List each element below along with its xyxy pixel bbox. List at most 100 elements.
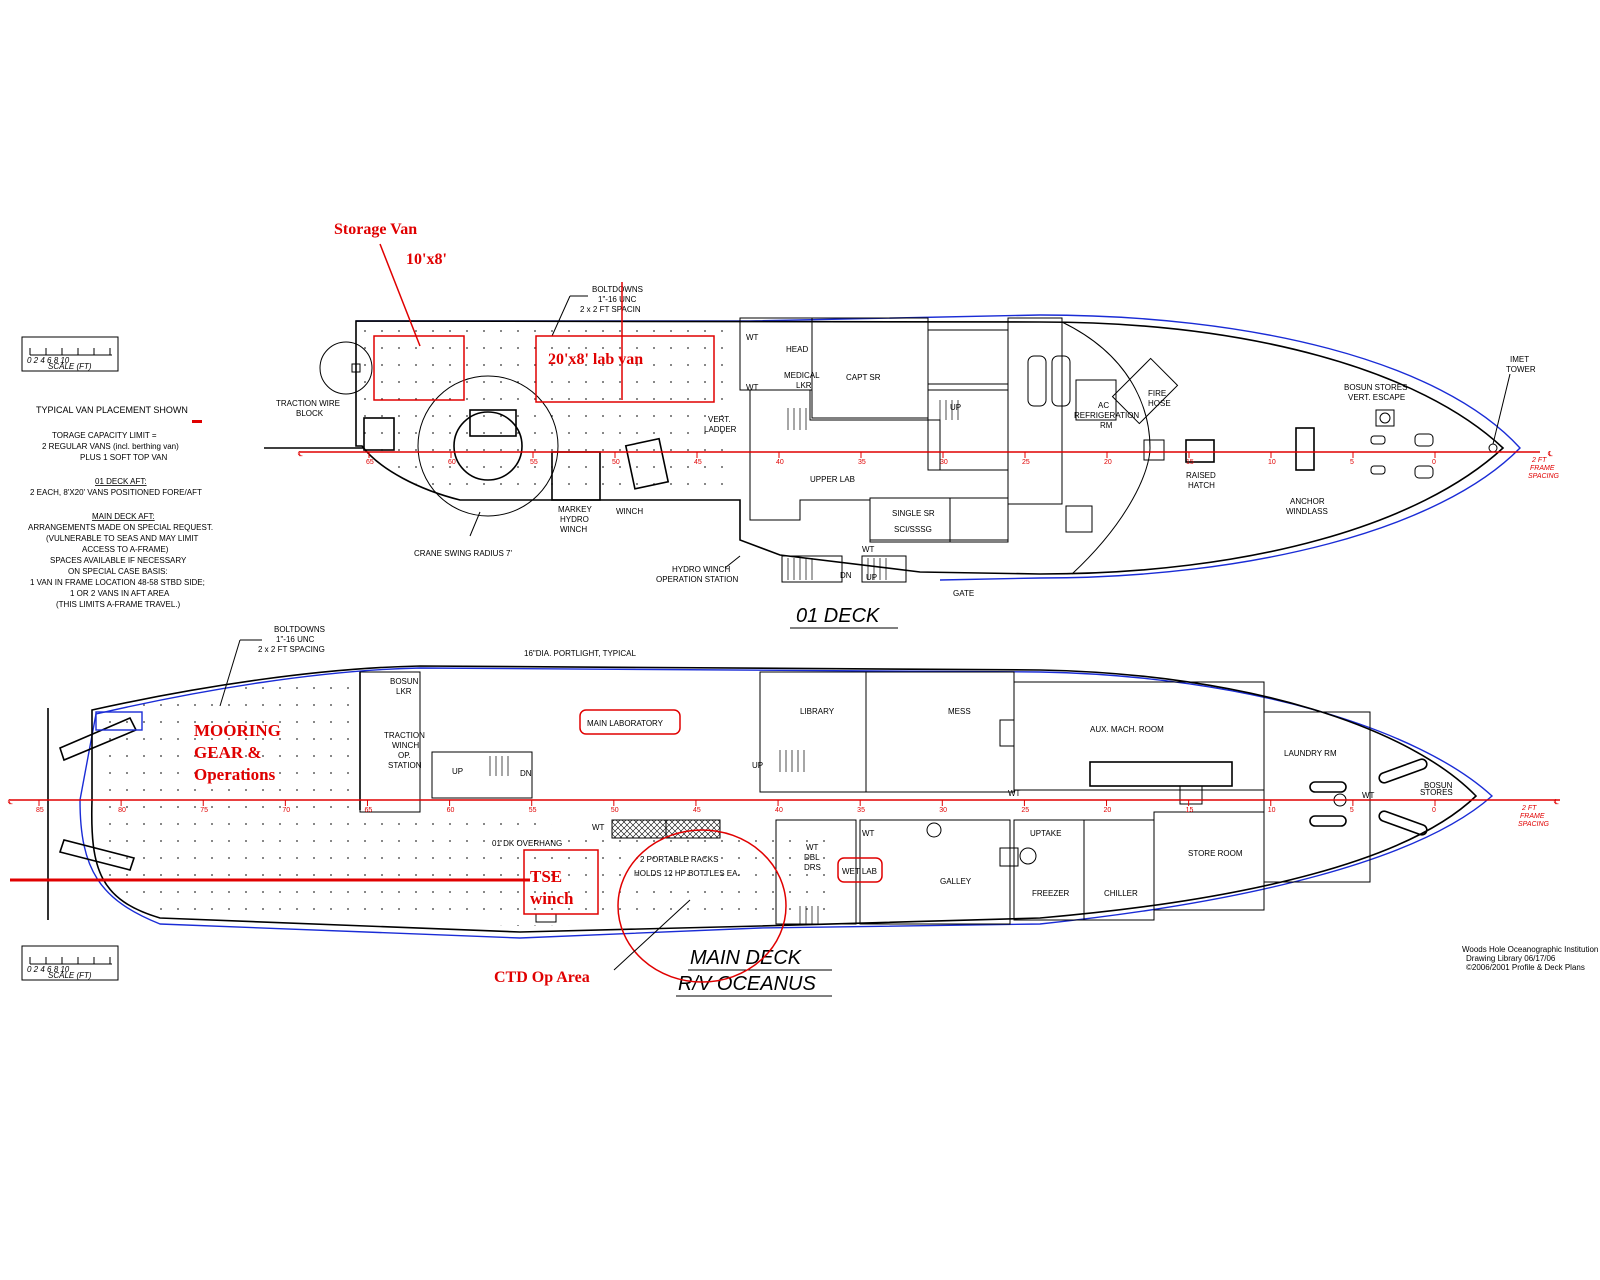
scale-label: SCALE (FT) bbox=[48, 362, 92, 371]
lab-van-label: 20'x8' lab van bbox=[548, 351, 643, 368]
svg-text:℄: ℄ bbox=[297, 451, 303, 458]
deck01-boltdowns-3: 2 x 2 FT SPACIN bbox=[580, 305, 641, 314]
deck01-hatch-small bbox=[1143, 439, 1165, 461]
svg-text:2 FT: 2 FT bbox=[1521, 805, 1537, 812]
svg-text:WT: WT bbox=[1362, 791, 1375, 800]
main-bosun-1: BOSUN bbox=[390, 677, 419, 686]
scale-bar-top: 0 2 4 6 8 10 SCALE (FT) bbox=[21, 336, 119, 372]
svg-text:WT: WT bbox=[1008, 789, 1021, 798]
deck01-frame-0: 0 bbox=[1432, 459, 1436, 466]
deck01-anchor-1: ANCHOR bbox=[1290, 497, 1325, 506]
legend-main-6: 1 VAN IN FRAME LOCATION 48-58 STBD SIDE; bbox=[30, 578, 205, 587]
deck01-fwd-box bbox=[1065, 505, 1093, 533]
main-library-label: LIBRARY bbox=[800, 707, 835, 716]
storage-van-label: Storage Van bbox=[334, 221, 417, 238]
deck01-frame-20: 20 bbox=[1104, 459, 1112, 466]
svg-text:℄: ℄ bbox=[7, 799, 13, 806]
deck01-bosun-1: BOSUN STORES bbox=[1344, 383, 1407, 392]
svg-text:UP: UP bbox=[452, 767, 463, 776]
main-traction-4: STATION bbox=[388, 761, 422, 770]
deck01-markey-1: MARKEY bbox=[558, 505, 592, 514]
main-store-label: STORE ROOM bbox=[1188, 849, 1243, 858]
deck01-single-sr-2: SCI/SSSG bbox=[894, 525, 932, 534]
deck01-imet-1: IMET bbox=[1510, 355, 1529, 364]
main-boltdowns-3: 2 x 2 FT SPACING bbox=[258, 645, 325, 654]
deck01-anchor-2: WINDLASS bbox=[1286, 507, 1328, 516]
deck01-frame-40: 40 bbox=[776, 459, 784, 466]
svg-text:℄: ℄ bbox=[1553, 799, 1559, 806]
deck01-raised-1: RAISED bbox=[1186, 471, 1216, 480]
main-traction-2: WINCH bbox=[392, 741, 419, 750]
svg-text:FRAME: FRAME bbox=[1520, 813, 1545, 820]
deck01-ac-room bbox=[1007, 317, 1063, 505]
deck01-boltdowns-1: BOLTDOWNS bbox=[592, 285, 643, 294]
deck01-head-label: HEAD bbox=[786, 345, 808, 354]
deck01-frame-50: 50 bbox=[612, 459, 620, 466]
deck01-winch-box bbox=[624, 437, 670, 490]
svg-text:WT: WT bbox=[746, 383, 759, 392]
storage-van-size: 10'x8' bbox=[406, 251, 447, 268]
main-uptake-label: UPTAKE bbox=[1030, 829, 1061, 838]
legend-main-2: (VULNERABLE TO SEAS AND MAY LIMIT bbox=[46, 534, 198, 543]
tse-1: TSE bbox=[530, 867, 562, 886]
deck01-upper-lab-label: UPPER LAB bbox=[810, 475, 855, 484]
deck01-cl-mark: ℄ bbox=[1547, 451, 1553, 458]
legend-main-5: ON SPECIAL CASE BASIS: bbox=[68, 567, 168, 576]
deck01-hydro-1: HYDRO WINCH bbox=[672, 565, 730, 574]
deck01-fire-2: HOSE bbox=[1148, 399, 1171, 408]
scale-bar-bottom: 0 2 4 6 8 10 SCALE (FT) bbox=[21, 945, 119, 981]
main-dbl-3: DRS bbox=[804, 863, 821, 872]
deck01-markey-3: WINCH bbox=[560, 525, 587, 534]
deck01-anchor-windlass bbox=[1295, 427, 1315, 471]
svg-text:UP: UP bbox=[752, 761, 763, 770]
svg-text:0 2 4 6 8 10: 0 2 4 6 8 10 bbox=[27, 965, 70, 974]
main-mess bbox=[865, 671, 1015, 793]
main-aux-label: AUX. MACH. ROOM bbox=[1090, 725, 1164, 734]
deck01-spacing-1: 2 FT bbox=[1531, 457, 1547, 464]
deck01-hydro-2: OPERATION STATION bbox=[656, 575, 738, 584]
svg-text:UP: UP bbox=[866, 573, 877, 582]
main-traction-3: OP. bbox=[398, 751, 411, 760]
legend-main-8: (THIS LIMITS A-FRAME TRAVEL.) bbox=[56, 600, 181, 609]
deck01-single-sr bbox=[869, 497, 951, 543]
storage-van-box bbox=[373, 335, 465, 401]
main-store-room bbox=[1153, 811, 1265, 911]
svg-text:SCALE (FT): SCALE (FT) bbox=[48, 971, 92, 980]
deck01-traction-wire-2: BLOCK bbox=[296, 409, 324, 418]
main-frame-35: 35 bbox=[857, 807, 865, 814]
deck01-frame-10: 10 bbox=[1268, 459, 1276, 466]
mooring-2: GEAR & bbox=[194, 743, 262, 762]
svg-text:WT: WT bbox=[862, 829, 875, 838]
main-lab-highlight bbox=[579, 709, 681, 735]
legend-capacity-2: 2 REGULAR VANS (incl. berthing van) bbox=[42, 442, 179, 451]
legend-deck01-text: 2 EACH, 8'X20' VANS POSITIONED FORE/AFT bbox=[30, 488, 202, 497]
svg-text:©2006/2001 Profile & Deck Plan: ©2006/2001 Profile & Deck Plans bbox=[1466, 963, 1585, 972]
deck01-imet-2: TOWER bbox=[1506, 365, 1536, 374]
legend-red-marker bbox=[192, 420, 202, 423]
tse-winch-box bbox=[523, 849, 599, 915]
deck01-stair-aft bbox=[781, 555, 843, 583]
credits: Woods Hole Oceanographic Institution Dra… bbox=[1462, 945, 1598, 972]
legend-capacity-1: TORAGE CAPACITY LIMIT = bbox=[52, 431, 157, 440]
main-boltdown-grid bbox=[96, 672, 830, 926]
main-mess-label: MESS bbox=[948, 707, 971, 716]
main-boltdowns-2: 1"-16 UNC bbox=[276, 635, 315, 644]
main-frame-20: 20 bbox=[1104, 807, 1112, 814]
svg-text:DN: DN bbox=[840, 571, 852, 580]
deck01-fire-hose-box bbox=[1111, 357, 1179, 425]
main-deck-subtitle: R/V OCEANUS bbox=[678, 973, 816, 995]
main-racks-2: HOLDS 12 HP BOTTLES EA. bbox=[634, 869, 740, 878]
main-frame-70: 70 bbox=[282, 807, 290, 814]
ctd-op-circle bbox=[617, 829, 787, 983]
main-racks-1: 2 PORTABLE RACKS bbox=[640, 855, 718, 864]
legend-main-3: ACCESS TO A-FRAME) bbox=[82, 545, 169, 554]
deck01-upper-lab bbox=[749, 389, 1009, 541]
svg-text:DN: DN bbox=[520, 769, 532, 778]
mooring-1: MOORING bbox=[194, 721, 281, 740]
deck01-ac-1: AC bbox=[1098, 401, 1109, 410]
tse-2: winch bbox=[530, 889, 574, 908]
van-legend: TYPICAL VAN PLACEMENT SHOWN TORAGE CAPAC… bbox=[28, 405, 213, 609]
deck01-spacing-2: FRAME bbox=[1530, 465, 1555, 472]
deck01-traction-block bbox=[363, 417, 395, 451]
